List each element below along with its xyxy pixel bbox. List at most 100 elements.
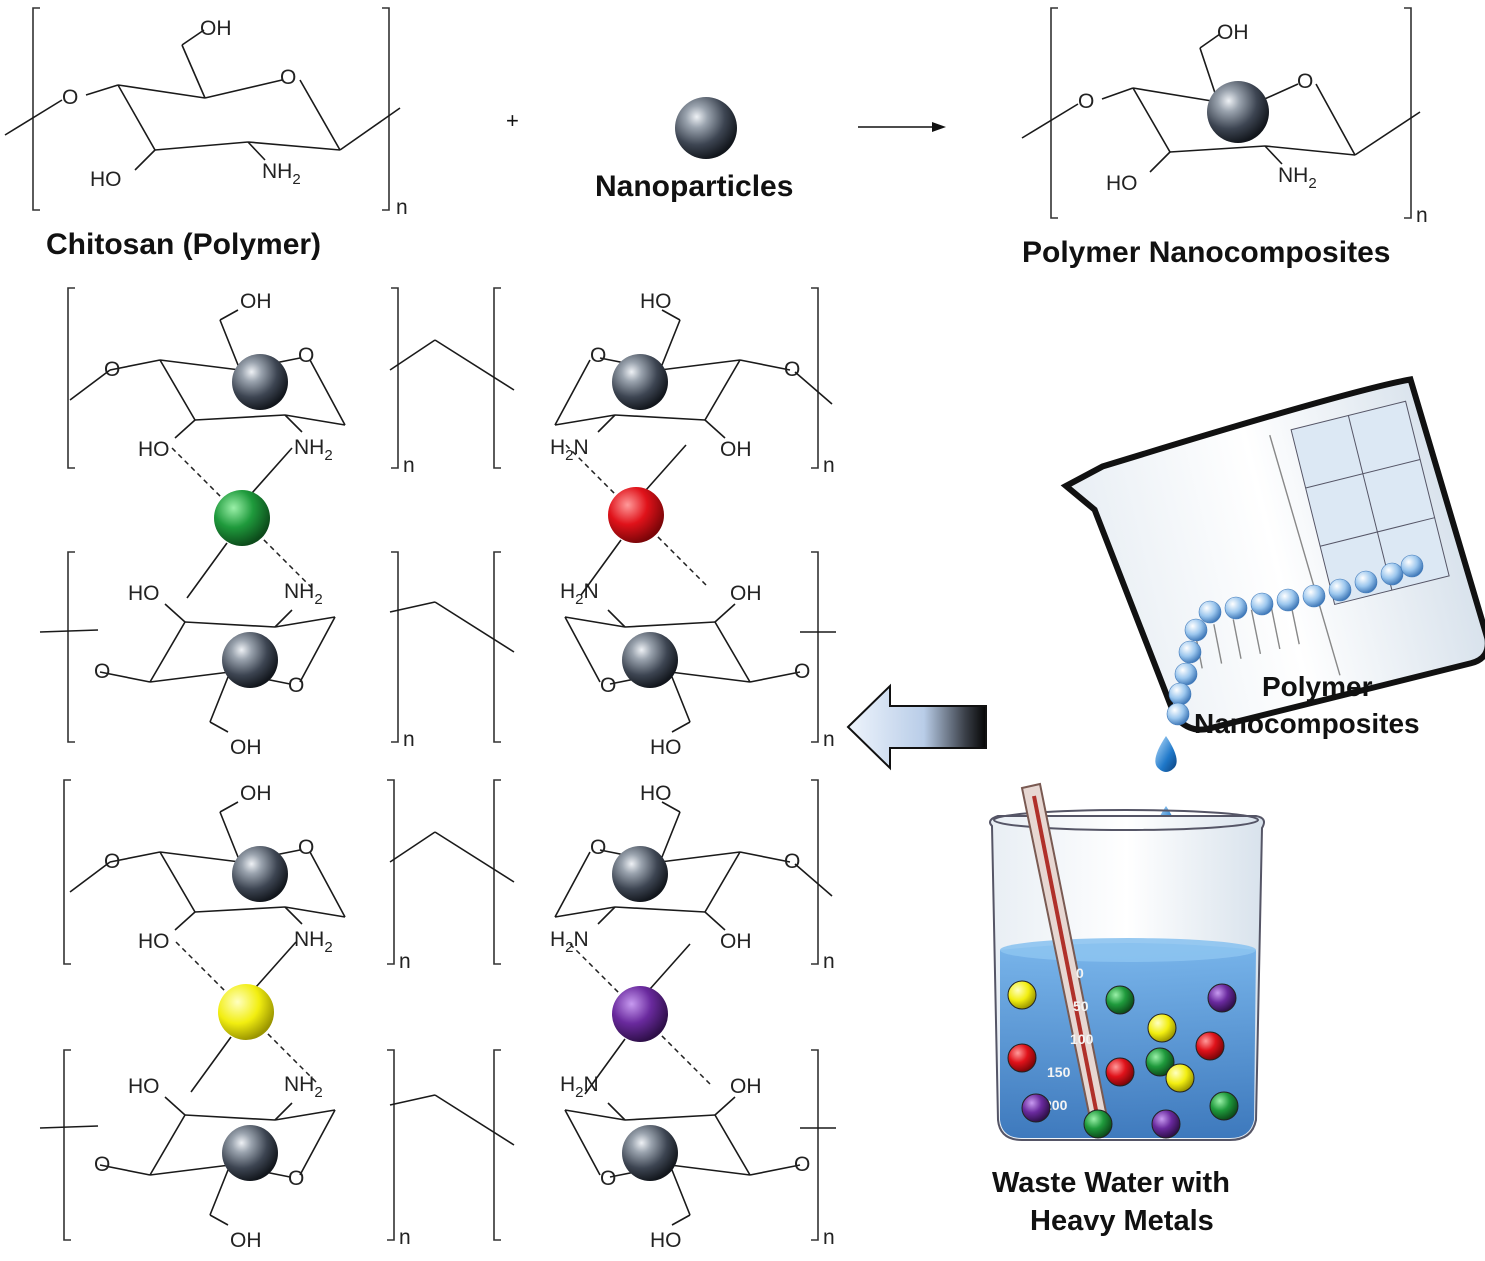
heavy-metal-ions (1007, 980, 1239, 1139)
ring-oxygen-label: O (288, 1167, 304, 1190)
hydroxyl-label: OH (720, 930, 752, 953)
glycosidic-oxygen-label: O (794, 1153, 810, 1176)
nanocomposite-bead (1250, 592, 1274, 616)
nanocomposite-bead (1174, 662, 1198, 686)
repeat-n: n (403, 454, 415, 477)
sphere-icon (222, 632, 278, 688)
ring-oxygen-label: O (298, 836, 314, 859)
heavy-metal-ion (1147, 1013, 1177, 1043)
ring-oxygen-label: O (600, 674, 616, 697)
hydroxyl-label: OH (230, 736, 262, 759)
hydroxyl-label: OH (730, 1075, 762, 1098)
repeat-n: n (399, 950, 411, 973)
ring-oxygen-label: O (280, 66, 296, 89)
hydroxyl-label: OH (200, 17, 232, 40)
sphere-icon (622, 632, 678, 688)
hydroxyl-label: OH (240, 290, 272, 313)
glycosidic-oxygen-label: O (104, 850, 120, 873)
amine-label: NH2 (294, 928, 333, 956)
nanocomposite-bead (1380, 562, 1404, 586)
polymer-unit: n HO O O OH H2N (493, 1049, 835, 1252)
ring-oxygen-label: O (590, 836, 606, 859)
beaker-label-line1: Waste Water with (992, 1167, 1230, 1199)
heavy-metal-ion (1105, 1057, 1135, 1087)
glycosidic-oxygen-label: O (104, 358, 120, 381)
product-label: Polymer Nanocomposites (1022, 236, 1390, 269)
sphere-icon (232, 354, 288, 410)
left-arrow-icon (846, 683, 987, 771)
nanoparticle-reagent: Nanoparticles (595, 97, 793, 203)
nanocomposite-bead (1224, 596, 1248, 620)
red-metal-ion (608, 487, 664, 543)
repeat-n: n (823, 728, 835, 751)
hydroxyl-label: HO (138, 438, 170, 461)
hydroxyl-label: HO (650, 736, 682, 759)
hydroxyl-label: HO (128, 582, 160, 605)
sphere-icon (622, 1125, 678, 1181)
nanocomposite-bead (1178, 640, 1202, 664)
hydroxyl-label: HO (640, 290, 672, 313)
hydroxyl-label: OH (730, 582, 762, 605)
heavy-metal-ion (1007, 980, 1037, 1010)
pouring-beaker-icon (1060, 375, 1485, 733)
pour-label-line2: Nanocomposites (1194, 708, 1420, 739)
repeat-n: n (823, 454, 835, 477)
nanocomposite-bead (1354, 570, 1378, 594)
sphere-icon (612, 846, 668, 902)
glycosidic-oxygen-label: O (784, 358, 800, 381)
reactant-label: Chitosan (Polymer) (46, 228, 321, 261)
sphere-icon (232, 846, 288, 902)
amine-label: NH2 (284, 580, 323, 608)
amine-label: NH2 (294, 436, 333, 464)
repeat-n: n (823, 950, 835, 973)
nanocomposite-bead (1302, 584, 1326, 608)
nanocomposite-beads (1166, 554, 1424, 726)
hydroxyl-label: HO (640, 782, 672, 805)
repeat-n: n (403, 728, 415, 751)
sphere-icon (222, 1125, 278, 1181)
glycosidic-oxygen-label: O (784, 850, 800, 873)
heavy-metal-ion (1195, 1031, 1225, 1061)
ring-oxygen-label: O (1297, 70, 1313, 93)
thermometer-tick: 0 (1076, 965, 1084, 981)
nanocomposite-bead (1166, 702, 1190, 726)
repeat-n: n (1416, 204, 1428, 227)
beaker-label-line2: Heavy Metals (1030, 1205, 1214, 1237)
green-metal-ion (214, 490, 270, 546)
svg-text:NH2: NH2 (1278, 164, 1317, 192)
yellow-metal-ion (218, 984, 274, 1040)
heavy-metal-ion (1165, 1063, 1195, 1093)
thermometer-tick: 100 (1070, 1031, 1094, 1047)
hydroxyl-label: HO (650, 1229, 682, 1252)
heavy-metal-ion (1207, 983, 1237, 1013)
hydroxyl-label: OH (230, 1229, 262, 1252)
heavy-metal-ion (1083, 1109, 1113, 1139)
sphere-icon (675, 97, 737, 159)
waste-water-beaker-icon (989, 809, 1265, 1141)
repeat-n: n (823, 1226, 835, 1249)
sphere-icon (612, 354, 668, 410)
ring-oxygen-label: O (590, 344, 606, 367)
ring-oxygen-label: O (600, 1167, 616, 1190)
glycosidic-oxygen-label: O (94, 660, 110, 683)
hydroxyl-label: OH (240, 782, 272, 805)
ring-oxygen-label: O (298, 344, 314, 367)
heavy-metal-ion (1151, 1109, 1181, 1139)
hydroxyl-label: HO (1106, 172, 1138, 195)
water-drop-icon (1155, 736, 1177, 772)
amine-label: H2N (560, 580, 599, 608)
hydroxyl-label: OH (720, 438, 752, 461)
glycosidic-oxygen-label: O (94, 1153, 110, 1176)
glycosidic-oxygen-label: O (1078, 90, 1094, 113)
reaction-arrow (858, 122, 946, 132)
ring-oxygen-label: O (288, 674, 304, 697)
amine-label: H2N (560, 1073, 599, 1101)
hydroxyl-label: HO (138, 930, 170, 953)
amine-label: NH2 (284, 1073, 323, 1101)
plus-sign: + (506, 108, 519, 133)
